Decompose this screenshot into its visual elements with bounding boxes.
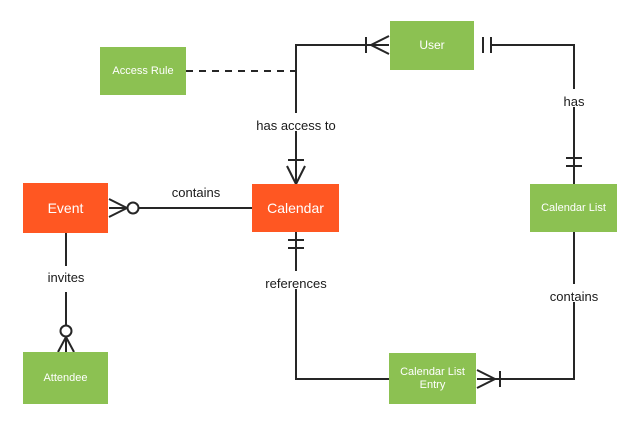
- entity-user[interactable]: User: [390, 21, 474, 70]
- relationship-label-has-access-to: has access to: [256, 118, 336, 133]
- connector-user-has-calendar-list-upper: [492, 44, 575, 89]
- entity-calendar-list-label: Calendar List: [541, 201, 606, 214]
- connector-calendar-list-contains-entry-lower: [495, 302, 575, 380]
- relationship-label-has: has: [563, 94, 585, 109]
- entity-calendar[interactable]: Calendar: [252, 184, 339, 232]
- entity-calendar-list[interactable]: Calendar List: [530, 184, 617, 232]
- entity-attendee[interactable]: Attendee: [23, 352, 108, 404]
- entity-calendar-list-entry-label: Calendar List Entry: [400, 365, 465, 391]
- entity-calendar-label: Calendar: [267, 199, 324, 216]
- cardinality-calendar-one-and-only-one: [288, 239, 304, 249]
- cardinality-calendar-list-one-and-only-one: [566, 157, 582, 167]
- relationship-label-contains-event-calendar: contains: [171, 185, 221, 200]
- entity-event-label: Event: [47, 199, 84, 216]
- entity-calendar-list-entry[interactable]: Calendar List Entry: [389, 353, 476, 404]
- relationship-label-references: references: [265, 276, 327, 291]
- cardinality-user-one-or-many: [365, 35, 390, 55]
- cardinality-event-zero-or-many: [108, 198, 140, 218]
- entity-event[interactable]: Event: [23, 183, 108, 233]
- relationship-label-invites: invites: [47, 270, 85, 285]
- connector-user-has-access-to-calendar: [295, 44, 371, 113]
- cardinality-attendee-zero-or-many: [57, 324, 75, 353]
- cardinality-user-one-and-only-one: [482, 37, 492, 53]
- entity-attendee-label: Attendee: [43, 371, 88, 384]
- entity-access-rule-label: Access Rule: [112, 64, 174, 77]
- cardinality-calendar-list-entry-one-or-many: [476, 369, 501, 389]
- entity-user-label: User: [419, 38, 445, 53]
- connector-calendar-references-entry-lower: [295, 289, 389, 380]
- relationship-label-contains-list-entry: contains: [549, 289, 599, 304]
- entity-access-rule[interactable]: Access Rule: [100, 47, 186, 95]
- cardinality-calendar-one-or-many: [286, 159, 306, 185]
